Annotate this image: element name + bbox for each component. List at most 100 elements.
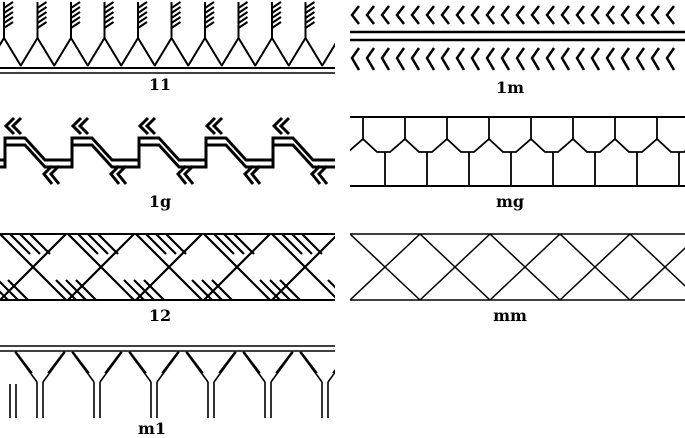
motif-hatch (137, 6, 148, 14)
frieze-11-label: 11 (148, 75, 172, 94)
frieze-1m-panel (350, 0, 685, 80)
motif-leg (237, 37, 257, 67)
motif-leg (120, 37, 139, 67)
motif-hatch (77, 234, 99, 255)
motif-hatch (204, 1, 215, 9)
motif-leg (53, 37, 72, 67)
motif-arm (218, 351, 236, 374)
motif-chevron-top (635, 5, 645, 25)
motif-chevron-bottom (395, 47, 406, 71)
motif-hatch (70, 11, 81, 19)
motif-hatch (3, 1, 14, 9)
motif-chevron-top (545, 5, 555, 25)
frieze-mm-panel (350, 232, 685, 302)
motif-hatch (271, 1, 282, 9)
frieze-1m-pattern (350, 5, 685, 71)
motif-diagonal (350, 234, 421, 300)
motif-leg (3, 37, 22, 67)
motif-arm (42, 351, 66, 383)
motif-chevron-bottom (455, 47, 466, 71)
motif-hatch (55, 279, 77, 300)
motif-hatch (36, 11, 48, 19)
motif-chevron-top (605, 5, 615, 25)
motif-band-upper (0, 136, 335, 162)
motif-leg (0, 37, 5, 47)
motif-arm (186, 351, 204, 374)
motif-hatch (201, 279, 223, 300)
motif-diagonal (629, 234, 685, 287)
motif-chevron-top (365, 5, 375, 25)
motif-hook (137, 116, 150, 136)
motif-leg (287, 37, 307, 67)
motif-chevron-bottom (620, 47, 631, 71)
motif-hatch (7, 279, 29, 300)
frieze-11-panel (0, 0, 335, 75)
motif-hatch (304, 11, 316, 19)
motif-chevron-bottom (590, 47, 601, 71)
frieze-mg-pattern (350, 116, 685, 187)
motif-hatch (291, 234, 313, 255)
motif-diagonal (0, 234, 67, 300)
frieze-1g-label: 1g (148, 192, 172, 211)
motif-hook (249, 164, 262, 185)
motif-hatch (170, 1, 182, 9)
motif-hatch (271, 11, 282, 19)
motif-arm (300, 351, 318, 374)
frieze-12-pattern (0, 233, 335, 301)
motif-hatch (103, 1, 115, 9)
motif-chevron-bottom (545, 47, 556, 71)
motif-hook (182, 164, 195, 185)
motif-leg (86, 37, 106, 67)
motif-chevron-top (350, 5, 360, 25)
motif-hatch (170, 16, 182, 24)
motif-hatch (70, 1, 81, 9)
motif-hatch (137, 16, 148, 24)
motif-arm (213, 351, 237, 383)
motif-hatch (259, 279, 281, 300)
motif-hatch (204, 11, 215, 19)
motif-hook (10, 116, 23, 136)
motif-hatch (237, 6, 249, 14)
frieze-mg-panel (350, 114, 685, 190)
motif-chevron-top (665, 5, 675, 25)
motif-leg (137, 37, 156, 67)
motif-arm (104, 351, 122, 374)
motif-hatch (36, 6, 48, 14)
motif-arm (270, 351, 294, 383)
motif-chevron-top (650, 5, 660, 25)
motif-chevron-top (425, 5, 435, 25)
motif-hatch (204, 16, 215, 24)
motif-hatch (133, 279, 155, 300)
motif-hatch (70, 6, 81, 14)
frieze-m1-label: m1 (137, 419, 167, 438)
motif-leg (220, 37, 240, 67)
motif-hatch (165, 234, 187, 255)
motif-hatch (123, 279, 145, 300)
motif-hook (70, 116, 83, 136)
frieze-mm-label: mm (493, 306, 527, 325)
motif-chevron-top (530, 5, 540, 25)
motif-hatch (269, 279, 291, 300)
motif-hook (3, 116, 16, 136)
motif-hatch (3, 6, 14, 14)
motif-chevron-bottom (440, 47, 451, 71)
motif-arm (72, 351, 90, 374)
motif-chevron-top (560, 5, 570, 25)
motif-hatch (9, 234, 31, 255)
motif-chevron-bottom (575, 47, 586, 71)
motif-hook (48, 164, 61, 185)
motif-hook (108, 164, 121, 185)
motif-diagonal (67, 234, 135, 300)
motif-diagonal (135, 234, 203, 300)
motif-hatch (271, 16, 282, 24)
frieze-m1-panel (0, 344, 335, 420)
motif-chevron-top (515, 5, 525, 25)
motif-hatch (75, 279, 97, 300)
motif-hatch (304, 6, 316, 14)
motif-diagonal (629, 247, 685, 300)
motif-hatch (97, 234, 119, 255)
motif-hook (41, 164, 54, 185)
motif-chevron-bottom (560, 47, 571, 71)
motif-hatch (3, 21, 14, 29)
motif-chevron-bottom (605, 47, 616, 71)
